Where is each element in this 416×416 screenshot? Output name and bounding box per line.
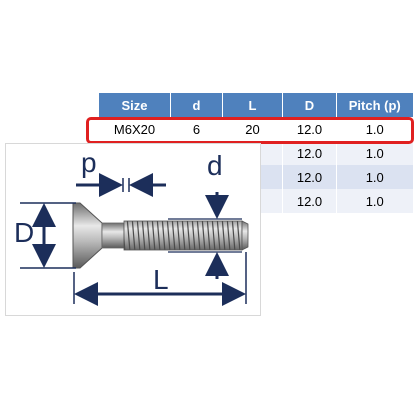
table-row: M6X20 6 20 12.0 1.0	[98, 117, 413, 141]
header-d: d	[170, 93, 223, 117]
cell-pitch: 1.0	[336, 141, 413, 165]
cell-pitch: 1.0	[336, 189, 413, 213]
screw-drawing	[20, 173, 249, 306]
screw-thread	[123, 220, 243, 251]
header-head-diameter: D	[282, 93, 337, 117]
table-header-row: Size d L D Pitch (p)	[98, 93, 413, 117]
cell-head-diameter: 12.0	[282, 165, 337, 189]
cell-head-diameter: 12.0	[282, 141, 337, 165]
header-l: L	[222, 93, 283, 117]
cell-d: 6	[170, 117, 223, 141]
cell-size: M6X20	[98, 117, 171, 141]
label-thread-diameter: d	[207, 150, 223, 181]
cell-head-diameter: 12.0	[282, 117, 337, 141]
screw-head	[72, 202, 103, 269]
label-head-diameter: D	[14, 217, 35, 248]
header-pitch: Pitch (p)	[336, 93, 413, 117]
screw-tip	[241, 220, 249, 251]
cell-head-diameter: 12.0	[282, 189, 337, 213]
screw-shank	[101, 222, 125, 249]
cell-pitch: 1.0	[336, 117, 413, 141]
label-pitch: p	[81, 147, 97, 178]
cell-pitch: 1.0	[336, 165, 413, 189]
header-size: Size	[98, 93, 171, 117]
label-length: L	[153, 264, 169, 295]
screw-diagram: p d D L	[5, 143, 261, 316]
cell-l: 20	[222, 117, 283, 141]
